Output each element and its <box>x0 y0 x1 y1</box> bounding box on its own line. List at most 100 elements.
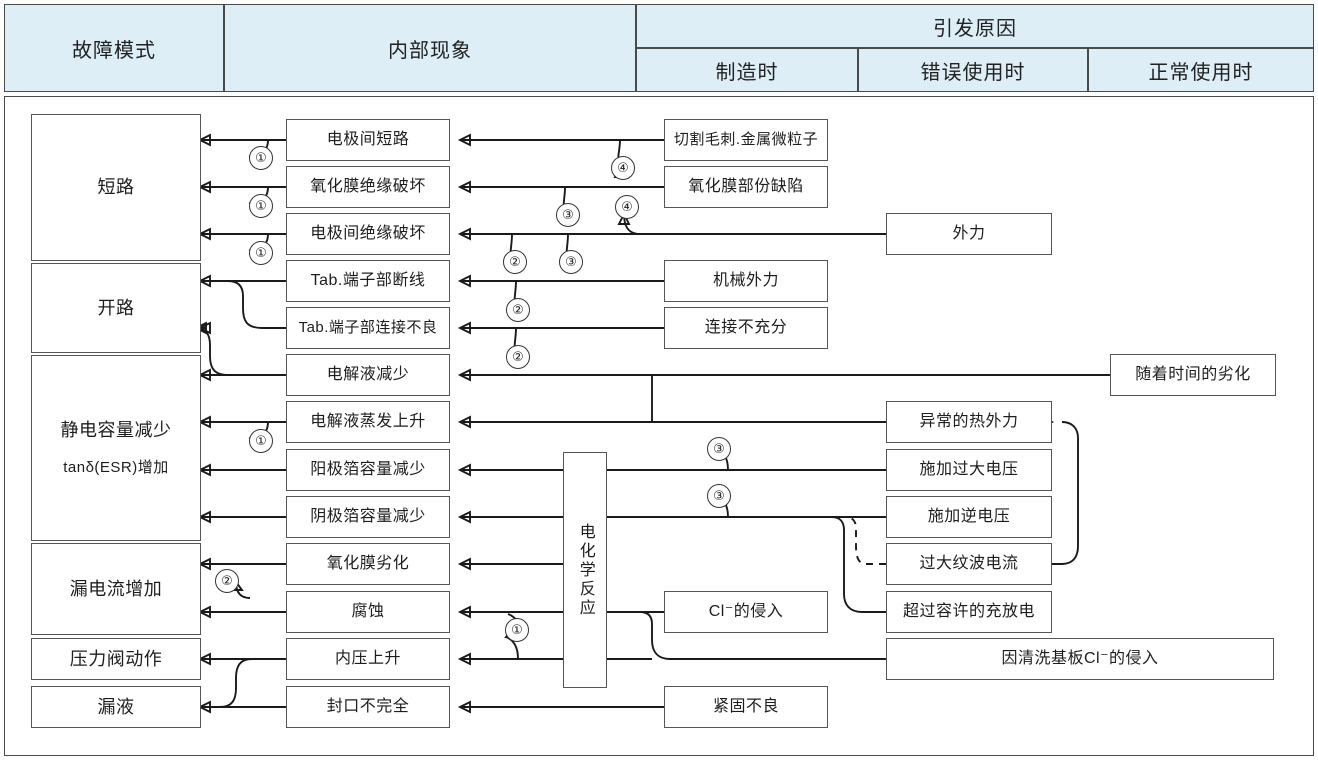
cause-manufacturing-box[interactable]: Cl⁻的侵入 <box>664 591 828 633</box>
cause-label: 因清洗基板Cl⁻的侵入 <box>1001 650 1159 668</box>
internal-box[interactable]: 腐蚀 <box>286 591 450 633</box>
failure-mode-box[interactable]: 漏液 <box>31 686 201 728</box>
marker-label: ① <box>255 198 267 213</box>
internal-box[interactable]: 阴极箔容量减少 <box>286 496 450 538</box>
cause-manufacturing-box[interactable]: 紧固不良 <box>664 686 828 728</box>
marker-circled-number: ① <box>249 429 273 453</box>
internal-box[interactable]: 电极间绝缘破坏 <box>286 213 450 255</box>
cause-label: 紧固不良 <box>712 698 779 716</box>
cause-label: 超过容许的充放电 <box>902 603 1035 621</box>
internal-box[interactable]: 氧化膜绝缘破坏 <box>286 166 450 208</box>
cause-misuse-box[interactable]: 超过容许的充放电 <box>886 591 1052 633</box>
marker-label: ④ <box>617 160 629 175</box>
marker-label: ③ <box>565 254 577 269</box>
header-failure-mode: 故障模式 <box>4 4 224 92</box>
cause-misuse-box[interactable]: 施加过大电压 <box>886 449 1052 491</box>
cause-label: 连接不充分 <box>704 319 788 337</box>
cause-label: 施加过大电压 <box>919 461 1019 479</box>
internal-box[interactable]: 内压上升 <box>286 638 450 680</box>
internal-label: 电解液减少 <box>326 366 410 384</box>
internal-box[interactable]: Tab.端子部连接不良 <box>286 307 450 349</box>
cause-misuse-box[interactable]: 因清洗基板Cl⁻的侵入 <box>886 638 1274 680</box>
header-failure-mode-label: 故障模式 <box>72 39 156 62</box>
marker-label: ② <box>221 573 233 588</box>
internal-box[interactable]: 电解液蒸发上升 <box>286 401 450 443</box>
header-causes: 引发原因 <box>636 4 1314 48</box>
internal-label: 电极间短路 <box>326 131 410 149</box>
marker-circled-number: ① <box>249 194 273 218</box>
failure-mode-sublabel: tanδ(ESR)增加 <box>63 459 169 477</box>
cause-misuse-box[interactable]: 异常的热外力 <box>886 401 1052 443</box>
marker-circled-number: ① <box>249 146 273 170</box>
header-sub-normal-label: 正常使用时 <box>1148 61 1254 84</box>
internal-label: 电解液蒸发上升 <box>310 413 426 431</box>
cause-misuse-box[interactable]: 过大纹波电流 <box>886 543 1052 585</box>
cause-label: 机械外力 <box>712 272 779 290</box>
marker-circled-number: ② <box>506 345 530 369</box>
header-sub-normal: 正常使用时 <box>1088 48 1314 92</box>
cause-label: 过大纹波电流 <box>919 555 1019 573</box>
failure-mode-label: 短路 <box>97 177 135 198</box>
electrochemical-reaction-box[interactable]: 电化学反应 <box>563 452 607 688</box>
marker-circled-number: ③ <box>556 203 580 227</box>
marker-label: ③ <box>713 488 725 503</box>
failure-mode-label: 漏液 <box>97 696 135 717</box>
internal-label: 氧化膜劣化 <box>326 555 410 573</box>
internal-label: 氧化膜绝缘破坏 <box>310 178 426 196</box>
cause-manufacturing-box[interactable]: 连接不充分 <box>664 307 828 349</box>
marker-circled-number: ① <box>249 241 273 265</box>
cause-label: 异常的热外力 <box>919 413 1019 431</box>
header-sub-manufacturing: 制造时 <box>636 48 858 92</box>
internal-label: Tab.端子部断线 <box>310 272 426 290</box>
electrochemical-reaction-label: 电化学反应 <box>576 522 594 618</box>
internal-box[interactable]: 电极间短路 <box>286 119 450 161</box>
internal-box[interactable]: Tab.端子部断线 <box>286 260 450 302</box>
marker-label: ① <box>255 433 267 448</box>
internal-label: 阳极箔容量减少 <box>310 461 426 479</box>
failure-mode-box[interactable]: 短路 <box>31 114 201 261</box>
cause-label: 随着时间的劣化 <box>1135 366 1251 384</box>
cause-misuse-box[interactable]: 外力 <box>886 213 1052 255</box>
internal-label: 腐蚀 <box>351 603 385 621</box>
failure-mode-box[interactable]: 静电容量减少 tanδ(ESR)增加 <box>31 355 201 541</box>
marker-circled-number: ④ <box>615 195 639 219</box>
internal-label: Tab.端子部连接不良 <box>298 318 438 336</box>
internal-label: 电极间绝缘破坏 <box>310 225 426 243</box>
failure-mode-label: 开路 <box>97 297 135 318</box>
internal-label: 阴极箔容量减少 <box>310 508 426 526</box>
marker-circled-number: ③ <box>559 250 583 274</box>
internal-label: 内压上升 <box>334 650 401 668</box>
failure-mode-box[interactable]: 压力阀动作 <box>31 638 201 680</box>
failure-mode-label: 漏电流增加 <box>69 578 163 599</box>
failure-mode-box[interactable]: 开路 <box>31 263 201 353</box>
marker-label: ② <box>512 302 524 317</box>
header-internal: 内部现象 <box>224 4 636 92</box>
failure-mode-label: 静电容量减少 <box>60 419 172 440</box>
internal-box[interactable]: 封口不完全 <box>286 686 450 728</box>
internal-box[interactable]: 阳极箔容量减少 <box>286 449 450 491</box>
cause-label: 施加逆电压 <box>927 508 1011 526</box>
header-causes-label: 引发原因 <box>933 17 1017 40</box>
cause-manufacturing-box[interactable]: 氧化膜部份缺陷 <box>664 166 828 208</box>
cause-label: 氧化膜部份缺陷 <box>688 178 804 196</box>
internal-box[interactable]: 电解液减少 <box>286 354 450 396</box>
cause-label: Cl⁻的侵入 <box>708 603 784 621</box>
cause-manufacturing-box[interactable]: 切割毛刺.金属微粒子 <box>664 119 828 161</box>
failure-mode-box[interactable]: 漏电流增加 <box>31 543 201 635</box>
cause-manufacturing-box[interactable]: 机械外力 <box>664 260 828 302</box>
marker-circled-number: ④ <box>611 156 635 180</box>
marker-circled-number: ② <box>506 298 530 322</box>
cause-label: 外力 <box>952 225 986 243</box>
header-sub-misuse: 错误使用时 <box>858 48 1088 92</box>
cause-misuse-box[interactable]: 施加逆电压 <box>886 496 1052 538</box>
header-sub-manufacturing-label: 制造时 <box>715 61 779 84</box>
marker-circled-number: ② <box>503 250 527 274</box>
cause-normal-box[interactable]: 随着时间的劣化 <box>1110 354 1276 396</box>
internal-box[interactable]: 氧化膜劣化 <box>286 543 450 585</box>
header-sub-misuse-label: 错误使用时 <box>920 61 1026 84</box>
header-internal-label: 内部现象 <box>388 39 472 62</box>
failure-mode-label: 压力阀动作 <box>69 648 163 669</box>
marker-label: ④ <box>621 199 633 214</box>
marker-label: ② <box>512 349 524 364</box>
